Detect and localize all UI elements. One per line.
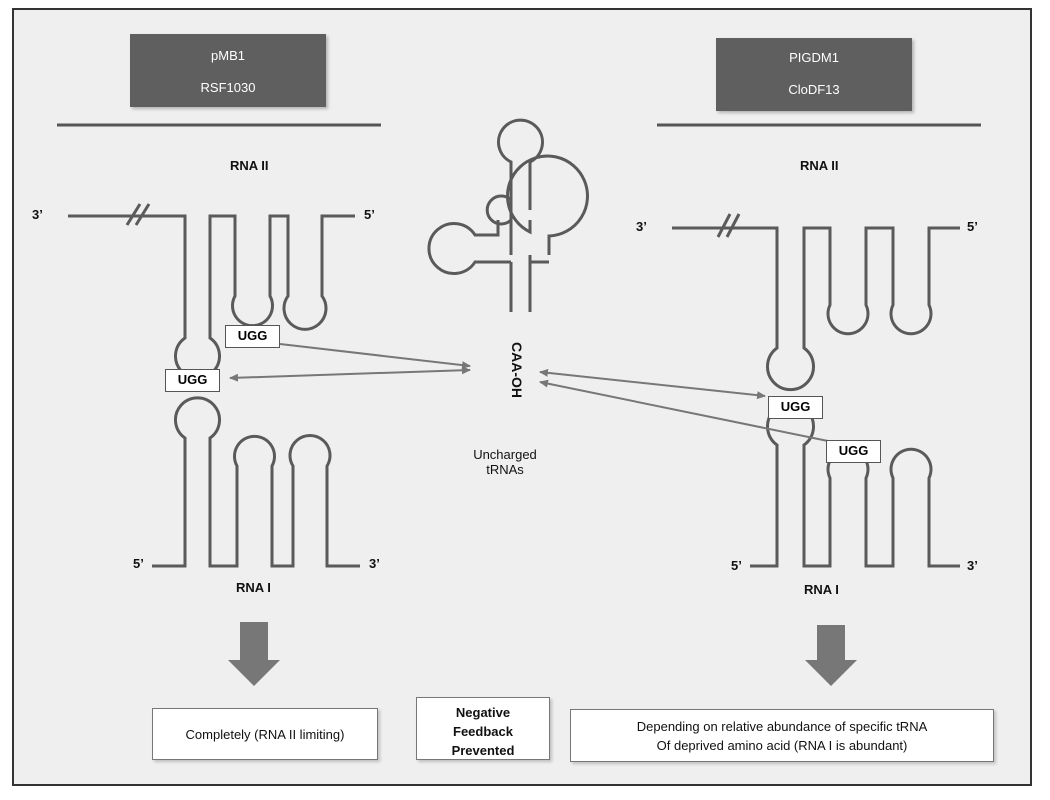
left-down-arrow	[228, 622, 280, 686]
left-result-text: Completely (RNA II limiting)	[185, 727, 345, 742]
right-bottom-5prime: 5’	[731, 558, 742, 573]
right-top-5prime: 5’	[967, 219, 978, 234]
right-rna2-title: RNA II	[800, 158, 839, 173]
right-break-mark-1	[716, 213, 732, 238]
right-result-box: Depending on relative abundance of speci…	[570, 709, 994, 762]
left-rna1-strand	[152, 396, 360, 568]
left-rna1-title: RNA I	[236, 580, 271, 595]
left-top-5prime: 5’	[364, 207, 375, 222]
caption-line2: tRNAs	[486, 462, 524, 477]
left-ugg-lower-box: UGG	[165, 369, 220, 392]
arrow-left-upper-ugg	[279, 343, 471, 370]
right-top-3prime: 3’	[636, 219, 647, 234]
caption-line1: Uncharged	[473, 447, 537, 462]
right-ugg-upper-box: UGG	[768, 396, 823, 419]
left-break-mark-1	[125, 203, 142, 226]
left-top-3prime: 3’	[32, 207, 43, 222]
right-bottom-3prime: 3’	[967, 558, 978, 573]
trna-cloverleaf	[427, 118, 589, 312]
left-rna2-title: RNA II	[230, 158, 269, 173]
right-rna1-strand	[750, 401, 960, 568]
right-plasmid-header: PIGDM1 CloDF13	[716, 38, 912, 111]
feedback-line2: Feedback	[453, 724, 513, 739]
right-down-arrow	[805, 625, 857, 686]
right-result-line1: Depending on relative abundance of speci…	[636, 719, 928, 734]
left-header-line1: pMB1	[211, 48, 245, 63]
right-ugg-lower-box: UGG	[826, 440, 881, 463]
diagram-frame	[12, 8, 1032, 786]
left-header-line2: RSF1030	[200, 80, 256, 95]
left-plasmid-header: pMB1 RSF1030	[130, 34, 326, 107]
arrow-left-lower-ugg	[229, 366, 471, 382]
left-bottom-3prime: 3’	[369, 556, 380, 571]
feedback-box: Negative Feedback Prevented	[416, 697, 550, 760]
arrow-right-lower-ugg	[539, 379, 829, 442]
right-header-line1: PIGDM1	[789, 50, 839, 65]
right-break-mark-2	[725, 213, 741, 238]
arrow-right-upper-ugg	[539, 368, 766, 400]
right-header-line2: CloDF13	[788, 82, 840, 97]
uncharged-trna-caption: Uncharged tRNAs	[470, 447, 540, 477]
right-rna2-strand	[672, 226, 960, 392]
feedback-line3: Prevented	[451, 743, 515, 758]
left-rna2-strand	[68, 214, 355, 380]
left-break-mark-2	[134, 203, 151, 226]
right-rna1-title: RNA I	[804, 582, 839, 597]
trna-end-label: CAA-OH	[509, 342, 525, 398]
left-bottom-5prime: 5’	[133, 556, 144, 571]
right-result-line2: Of deprived amino acid (RNA I is abundan…	[656, 738, 908, 753]
left-result-box: Completely (RNA II limiting)	[152, 708, 378, 760]
left-ugg-upper-box: UGG	[225, 325, 280, 348]
feedback-line1: Negative	[455, 705, 511, 720]
